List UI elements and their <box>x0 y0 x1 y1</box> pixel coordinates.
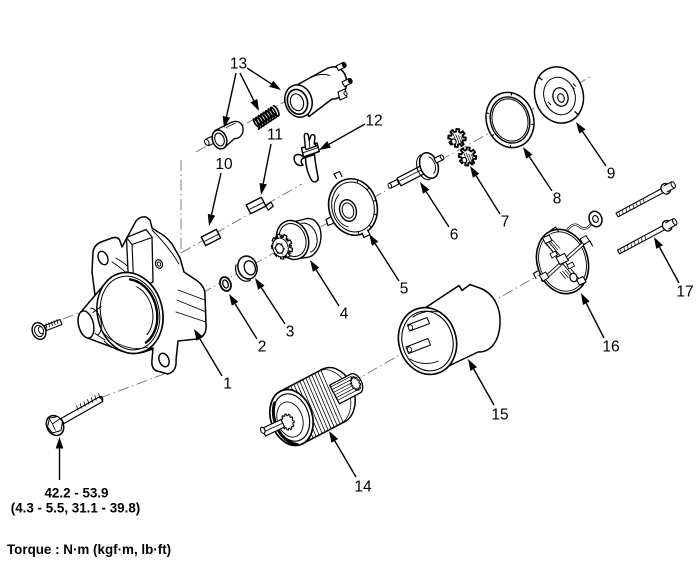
svg-text:3: 3 <box>286 324 295 341</box>
svg-text:1: 1 <box>223 376 232 393</box>
svg-text:15: 15 <box>491 407 508 424</box>
svg-text:12: 12 <box>365 113 382 130</box>
svg-text:14: 14 <box>354 479 372 496</box>
svg-text:42.2 - 53.9: 42.2 - 53.9 <box>44 486 108 501</box>
svg-text:Torque : N·m (kgf·m, lb·ft): Torque : N·m (kgf·m, lb·ft) <box>7 542 171 557</box>
svg-text:10: 10 <box>215 156 233 173</box>
svg-text:7: 7 <box>501 214 510 231</box>
svg-text:16: 16 <box>602 339 619 356</box>
svg-text:(4.3 - 5.5, 31.1 - 39.8): (4.3 - 5.5, 31.1 - 39.8) <box>11 501 141 516</box>
svg-text:2: 2 <box>258 339 267 356</box>
svg-text:8: 8 <box>553 191 562 208</box>
svg-text:11: 11 <box>267 127 283 144</box>
svg-text:6: 6 <box>450 227 459 244</box>
svg-text:13: 13 <box>230 56 247 73</box>
svg-text:5: 5 <box>400 281 409 298</box>
svg-text:9: 9 <box>607 166 616 183</box>
svg-text:17: 17 <box>676 284 693 301</box>
svg-text:4: 4 <box>340 306 349 323</box>
